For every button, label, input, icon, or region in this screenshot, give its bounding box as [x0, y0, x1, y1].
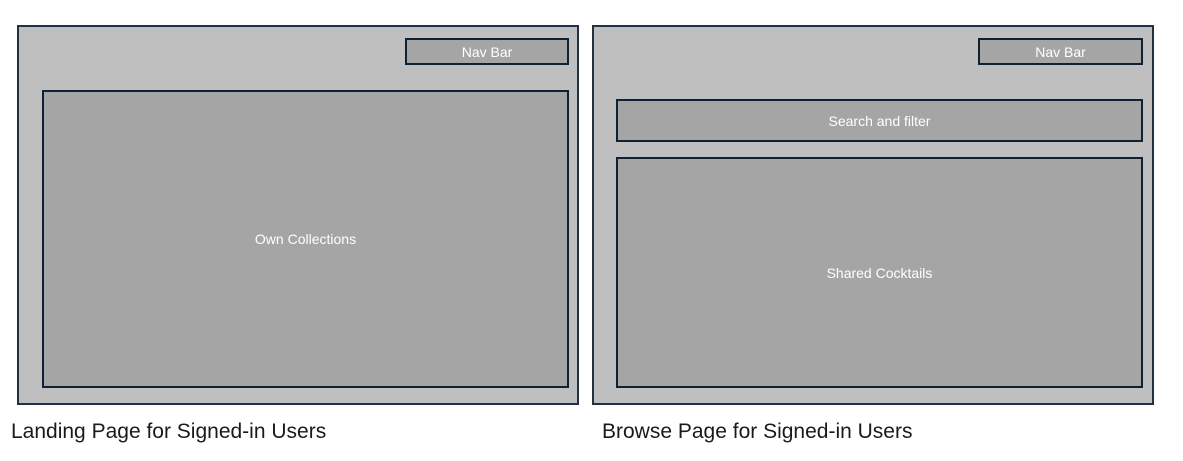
landing-page-caption: Landing Page for Signed-in Users — [11, 420, 327, 443]
shared-cocktails-area: Shared Cocktails — [616, 157, 1143, 388]
landing-page-wireframe: Nav Bar Own Collections — [17, 25, 579, 405]
landing-nav-bar-label: Nav Bar — [461, 43, 513, 60]
own-collections-label: Own Collections — [254, 231, 357, 247]
shared-cocktails-label: Shared Cocktails — [826, 264, 933, 281]
search-and-filter-label: Search and filter — [828, 112, 931, 129]
browse-nav-bar-label: Nav Bar — [1035, 43, 1086, 60]
browse-page-caption: Browse Page for Signed-in Users — [602, 420, 913, 443]
browse-nav-bar: Nav Bar — [978, 38, 1143, 65]
landing-nav-bar: Nav Bar — [405, 38, 569, 65]
browse-page-wireframe: Nav Bar Search and filter Shared Cocktai… — [592, 25, 1154, 405]
search-and-filter-area: Search and filter — [616, 99, 1143, 142]
own-collections-area: Own Collections — [42, 90, 569, 388]
